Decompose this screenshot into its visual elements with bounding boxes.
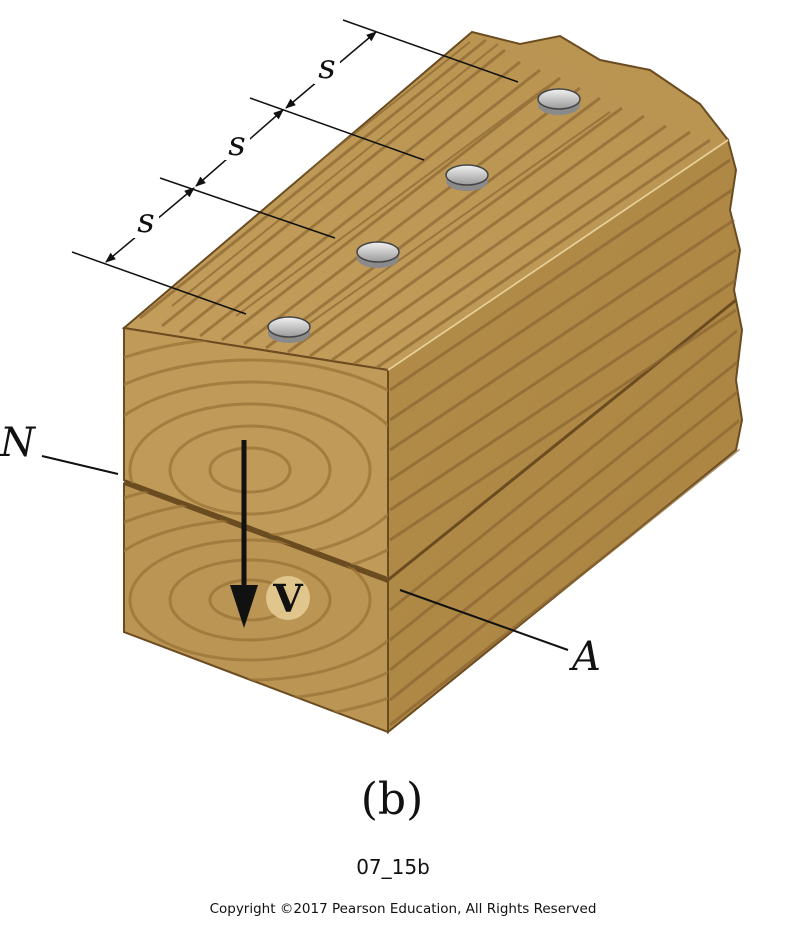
section-a-label: A: [568, 634, 601, 680]
side-grain: [389, 158, 740, 727]
copyright-notice: Copyright ©2017 Pearson Education, All R…: [210, 901, 597, 917]
nail-2: [356, 241, 400, 268]
spacing-label-3: s: [318, 47, 335, 87]
spacing-label-2: s: [228, 124, 245, 164]
label-gap-1: [133, 208, 159, 238]
shear-label-badge: [266, 576, 310, 620]
figure-caption: (b): [361, 774, 424, 825]
beam-joint-side: [387, 298, 737, 582]
spacing-label-1: s: [137, 201, 154, 241]
nail-4: [537, 88, 581, 115]
beam-joint-front: [123, 480, 389, 582]
shear-force-arrow: [230, 440, 258, 628]
label-gap-2: [224, 130, 250, 160]
wood-beam: [121, 30, 744, 735]
nails: [267, 88, 581, 343]
figure-id: 07_15b: [356, 855, 430, 879]
section-a-leader: [399, 589, 569, 651]
neutral-axis-leader: [41, 455, 119, 475]
beam-top-edge-highlight: [387, 139, 729, 371]
shear-force-label: V: [272, 576, 304, 621]
extension-line-3: [249, 97, 425, 161]
neutral-axis-label: N: [0, 420, 37, 466]
extension-line-1: [71, 251, 247, 315]
label-gap-3: [314, 54, 340, 84]
nail-1: [267, 316, 311, 343]
nail-3: [445, 164, 489, 191]
top-grain: [139, 38, 711, 370]
extension-line-4: [342, 19, 519, 83]
